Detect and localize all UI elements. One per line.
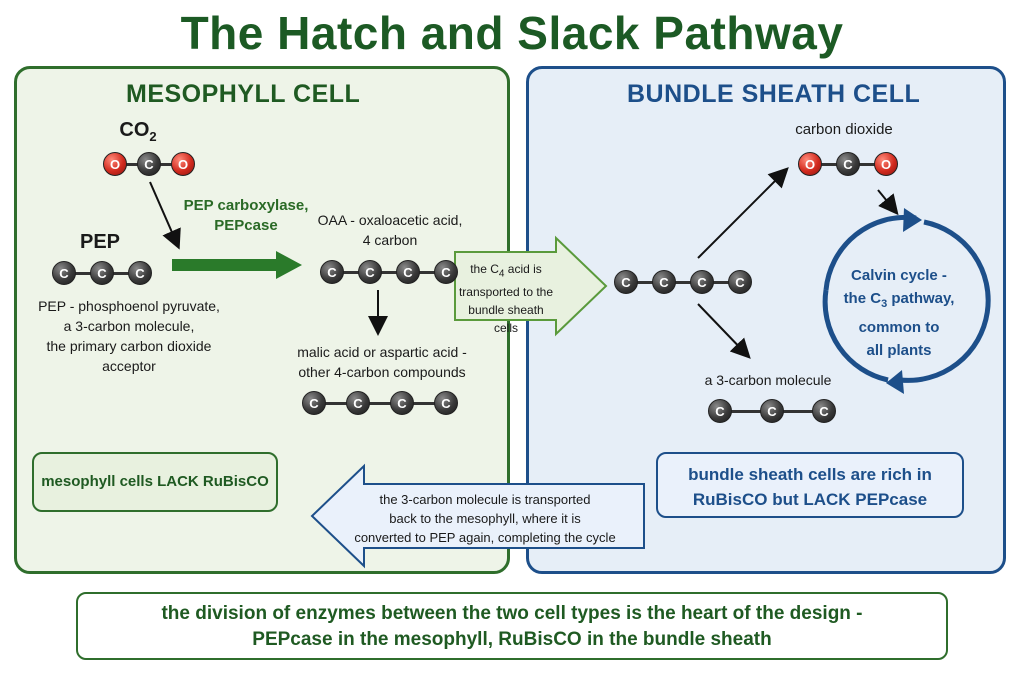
chemical-bond <box>72 272 94 275</box>
chemical-bond <box>340 271 362 274</box>
pep-label: PEP <box>79 231 121 253</box>
chemical-bond <box>780 410 816 413</box>
co2-to-pep-arrow <box>149 181 181 250</box>
chemical-bond <box>856 163 878 166</box>
chemical-bond <box>123 163 141 166</box>
carbon-atom: C <box>302 391 326 415</box>
carbon-atom: C <box>346 391 370 415</box>
mesophyll-cell-title: MESOPHYLL CELL <box>126 80 361 108</box>
carbon-atom: C <box>690 270 714 294</box>
carbon-atom: C <box>128 261 152 285</box>
carbon-atom: C <box>390 391 414 415</box>
chemical-bond <box>818 163 840 166</box>
carbon-atom: C <box>358 260 382 284</box>
carbon-atom: C <box>137 152 161 176</box>
c4-transport-arrow <box>454 235 608 337</box>
back-transport-text: the 3-carbon molecule is transported bac… <box>354 492 616 545</box>
enzyme-label: PEP carboxylase, PEPcase <box>183 197 309 234</box>
carbon-atom: C <box>614 270 638 294</box>
carbon-atom: C <box>812 399 836 423</box>
bundle-sheath-note: bundle sheath cells are rich in RuBisCO … <box>656 452 964 518</box>
oaa-label: OAA - oxaloacetic acid, 4 carbon <box>317 212 463 248</box>
carbon-atom: C <box>708 399 732 423</box>
carbon-atom: C <box>434 391 458 415</box>
chemical-bond <box>416 271 438 274</box>
page-title: The Hatch and Slack Pathway <box>180 7 844 59</box>
co2-to-calvin-arrow <box>877 189 899 216</box>
to-3carbon-arrow <box>697 303 751 359</box>
bundle-sheath-cell-title: BUNDLE SHEATH CELL <box>627 80 921 108</box>
carbon-atom: C <box>52 261 76 285</box>
calvin-cycle-arrowhead-bottom <box>886 370 904 394</box>
c4-transport-text: the C4 acid is transported to the bundle… <box>458 262 554 336</box>
calvin-cycle-arrowhead-top <box>903 208 922 232</box>
carbon-atom: C <box>320 260 344 284</box>
carbon-atom: C <box>652 270 676 294</box>
chemical-bond <box>410 402 438 405</box>
oxygen-atom: O <box>874 152 898 176</box>
to-co2-arrow <box>697 167 789 259</box>
chemical-bond <box>672 281 694 284</box>
chemical-bond <box>378 271 400 274</box>
carbon-atom: C <box>90 261 114 285</box>
chemical-bond <box>322 402 350 405</box>
chemical-bond <box>634 281 656 284</box>
calvin-cycle-arc-top <box>823 214 917 291</box>
co2-label: CO2 <box>119 119 157 144</box>
oxygen-atom: O <box>798 152 822 176</box>
three-carbon-label: a 3-carbon molecule <box>704 372 832 388</box>
carbon-atom: C <box>434 260 458 284</box>
carboxylation-arrow <box>172 251 302 279</box>
chemical-bond <box>728 410 764 413</box>
calvin-cycle-arc-right <box>899 219 991 383</box>
oxygen-atom: O <box>103 152 127 176</box>
footer-summary: the division of enzymes between the two … <box>76 592 948 660</box>
mesophyll-note: mesophyll cells LACK RuBisCO <box>32 452 278 512</box>
chemical-bond <box>366 402 394 405</box>
carbon-atom: C <box>760 399 784 423</box>
carbon-atom: C <box>836 152 860 176</box>
oxygen-atom: O <box>171 152 195 176</box>
malic-label: malic acid or aspartic acid - other 4-ca… <box>297 344 467 380</box>
carbon-atom: C <box>396 260 420 284</box>
calvin-cycle-label: Calvin cycle - the C3 pathway, common to… <box>843 267 955 359</box>
carbon-atom: C <box>728 270 752 294</box>
chemical-bond <box>710 281 732 284</box>
calvin-cycle-arc-left <box>822 289 889 383</box>
back-transport-arrow <box>310 463 645 569</box>
chemical-bond <box>110 272 132 275</box>
bundle-co2-label: carbon dioxide <box>795 121 893 138</box>
pep-description: PEP - phosphoenol pyruvate, a 3-carbon m… <box>38 298 220 374</box>
chemical-bond <box>157 163 175 166</box>
